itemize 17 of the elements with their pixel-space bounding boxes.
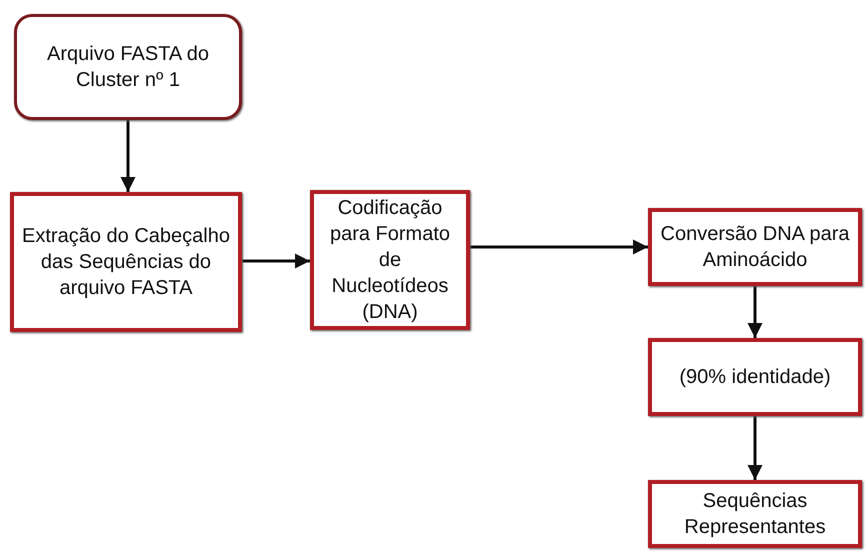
node-label: Codificação para Formato de Nucleotídeos (DNA) (328, 196, 452, 325)
arrow (748, 286, 762, 338)
node-label: Extração do Cabeçalho das Sequências do arquivo FASTA (21, 224, 231, 301)
node-label: Sequências Representantes (683, 489, 827, 540)
process-box (310, 190, 470, 330)
node-label: Arquivo FASTA do Cluster nº 1 (46, 42, 210, 93)
arrow (120, 120, 136, 192)
node-label: Conversão DNA para Aminoácido (660, 222, 850, 273)
arrow (748, 416, 762, 480)
process-box (648, 208, 862, 286)
process-box (648, 338, 862, 416)
node-label: (90% identidade) (679, 365, 831, 390)
process-box (10, 192, 242, 332)
start-box (14, 14, 242, 120)
process-box (648, 480, 862, 548)
arrow (242, 254, 310, 268)
arrow (470, 240, 648, 254)
